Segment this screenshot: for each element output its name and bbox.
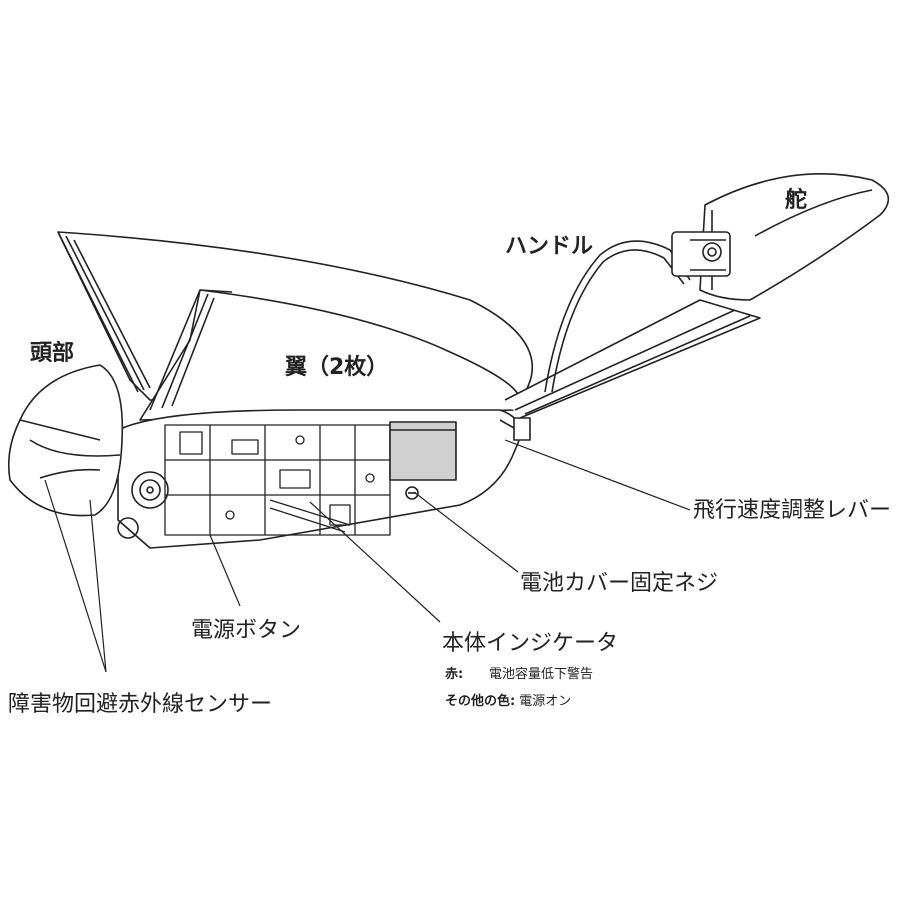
rudder-clamp bbox=[671, 231, 731, 277]
legend-value: 電池容量低下警告 bbox=[489, 667, 594, 682]
legend-value: 電源オン bbox=[519, 694, 572, 709]
label-head: 頭部 bbox=[30, 341, 75, 366]
legend-key: 赤: bbox=[445, 667, 464, 682]
label-ir-sensor: 障害物回避赤外線センサー bbox=[8, 692, 273, 717]
label-rudder: 舵 bbox=[785, 188, 808, 213]
leader-lines bbox=[44, 439, 691, 673]
head bbox=[7, 364, 124, 517]
legend-key: その他の色: bbox=[445, 694, 516, 709]
wing-front bbox=[139, 289, 522, 421]
label-power-button: 電源ボタン bbox=[191, 618, 302, 643]
label-indicator: 本体インジケータ bbox=[442, 631, 619, 656]
indicator-legend-other: その他の色:電源オン bbox=[445, 695, 571, 708]
label-speed-lever: 飛行速度調整レバー bbox=[693, 498, 892, 523]
speed-lever-part bbox=[499, 417, 531, 441]
battery-pack bbox=[389, 421, 457, 481]
indicator-legend-red: 赤: 電池容量低下警告 bbox=[445, 668, 593, 681]
tail-boom bbox=[504, 299, 761, 419]
label-battery-screw: 電池カバー固定ネジ bbox=[520, 571, 719, 596]
label-handle: ハンドル bbox=[505, 234, 594, 259]
handle-loop bbox=[544, 240, 691, 393]
gear-cluster bbox=[117, 471, 169, 539]
label-wings: 翼（2枚） bbox=[285, 355, 389, 380]
